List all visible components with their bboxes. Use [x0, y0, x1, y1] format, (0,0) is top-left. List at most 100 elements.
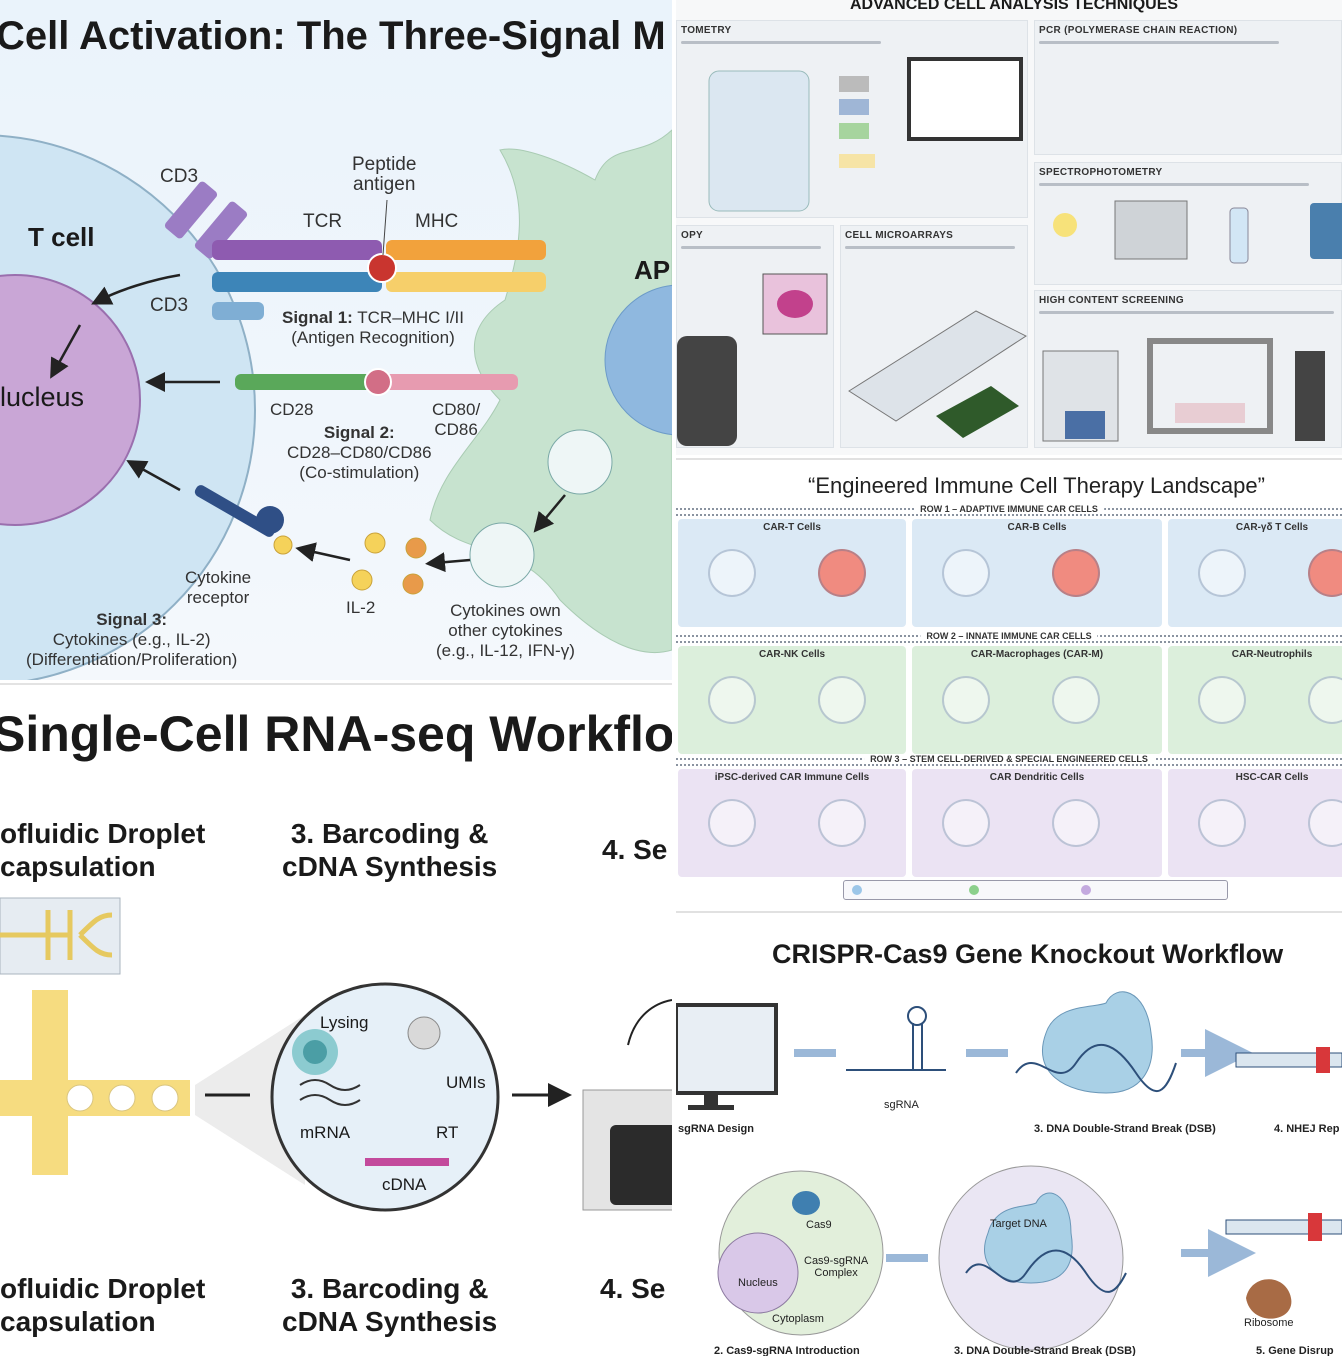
crispr-panel: CRISPR-Cas9 Gene Knockout Workflow sgRNA…: [676, 911, 1342, 1356]
tcr-beta: [212, 272, 382, 292]
cell-icon: [1052, 549, 1100, 597]
therapy-cell-title: HSC-CAR Cells: [1235, 772, 1309, 783]
label-apc: AP: [634, 255, 671, 285]
analysis-panel: ADVANCED CELL ANALYSIS TECHNIQUES TOMETR…: [676, 0, 1342, 455]
step-label: 3. DNA Double-Strand Break (DSB): [1034, 1123, 1216, 1135]
signal1-label: Signal 1: TCR–MHC I/II (Antigen Recognit…: [282, 308, 464, 347]
cd3-top: [164, 181, 248, 259]
section-cell-microarrays: CELL MICROARRAYS: [840, 225, 1028, 448]
cell-icon: [708, 676, 756, 724]
therapy-cell-card: CAR-B Cells: [912, 519, 1162, 627]
step-label: 5. Gene Disrup: [1256, 1345, 1334, 1356]
page-title: ADVANCED CELL ANALYSIS TECHNIQUES: [850, 0, 1179, 13]
scrnaseq-panel: Single-Cell RNA-seq Workflow ofluidic Dr…: [0, 683, 672, 1356]
tcell-illustration: [0, 129, 672, 680]
cell-icon: [1308, 676, 1342, 724]
label-tcr: TCR: [303, 211, 343, 232]
therapy-cell-card: CAR-Neutrophils: [1168, 646, 1342, 754]
therapy-cell-title: CAR-Macrophages (CAR-M): [970, 649, 1104, 660]
section-microscopy: OPY: [676, 225, 834, 448]
therapy-cell-title: CAR-B Cells: [1007, 522, 1067, 533]
step-title: 3. Barcoding & cDNA Synthesis: [282, 1273, 498, 1337]
label-il2: IL-2: [346, 598, 376, 617]
step-title: ofluidic Droplet capsulation: [0, 1273, 206, 1337]
step-title: 4. Se: [600, 1273, 666, 1304]
cell-icon: [1052, 799, 1100, 847]
inner-label-nucleus: Nucleus: [738, 1277, 778, 1289]
cell-icon: [1198, 799, 1246, 847]
scrnaseq-illustration: [0, 897, 672, 1212]
label-umis: UMIs: [446, 1073, 486, 1092]
inner-label-cytoplasm: Cytoplasm: [772, 1313, 824, 1325]
step-title: 4. Se: [602, 834, 668, 865]
therapy-cell-card: CAR-T Cells: [678, 519, 906, 627]
therapy-cell-card: CAR Dendritic Cells: [912, 769, 1162, 877]
cas9-complex: [1041, 991, 1153, 1094]
cell-icon: [818, 549, 866, 597]
therapy-cell-title: CAR-T Cells: [763, 522, 821, 533]
cd3-low: [212, 302, 264, 320]
cell-icon: [708, 799, 756, 847]
inner-label-target: Target DNA: [990, 1218, 1047, 1230]
row-header-label: ROW 3 – STEM CELL-DERIVED & SPECIAL ENGI…: [864, 754, 1154, 764]
row-header-label: ROW 1 – ADAPTIVE IMMUNE CAR CELLS: [914, 504, 1104, 514]
page-title: Single-Cell RNA-seq Workflow: [0, 706, 672, 762]
cell-icon: [1198, 549, 1246, 597]
therapy-cell-title: CAR-γδ T Cells: [1235, 522, 1309, 533]
label-mhc: MHC: [415, 211, 459, 232]
peptide-antigen: [367, 253, 397, 283]
legend: [843, 880, 1228, 900]
cell-icon: [708, 549, 756, 597]
crispr-illustration: [676, 991, 1342, 1351]
step-label: 4. NHEJ Rep: [1274, 1123, 1340, 1135]
row-header: ROW 3 – STEM CELL-DERIVED & SPECIAL ENGI…: [676, 754, 1342, 766]
mhc-alpha: [386, 240, 546, 260]
ribosome: [1246, 1279, 1292, 1319]
cell-icon: [818, 676, 866, 724]
inner-label-ribosome: Ribosome: [1244, 1317, 1294, 1329]
apc-cell: [429, 129, 672, 654]
page-title: CRISPR-Cas9 Gene Knockout Workflow: [772, 939, 1284, 969]
tcell-activation-panel: Cell Activation: The Three-Signal M: [0, 0, 672, 680]
cell-icon: [942, 676, 990, 724]
step-label: 2. Cas9-sgRNA Introduction: [714, 1345, 860, 1356]
therapy-cell-card: CAR-NK Cells: [678, 646, 906, 754]
label-nucleus: lucleus: [0, 382, 85, 412]
signal3-label: Signal 3: Cytokines (e.g., IL-2) (Differ…: [26, 610, 238, 669]
tcr-alpha: [212, 240, 382, 260]
label-lysing: Lysing: [320, 1013, 369, 1032]
vesicle: [469, 522, 535, 588]
therapy-panel: “Engineered Immune Cell Therapy Landscap…: [676, 458, 1342, 908]
row-header: ROW 2 – INNATE IMMUNE CAR CELLS: [676, 631, 1342, 643]
therapy-cell-title: CAR Dendritic Cells: [989, 772, 1085, 783]
mhc-beta: [386, 272, 546, 292]
step-label: sgRNA Design: [678, 1123, 754, 1135]
therapy-cell-title: CAR-Neutrophils: [1231, 649, 1313, 660]
cd28-receptor: [235, 374, 375, 390]
cytokine-receptor: [194, 485, 276, 537]
row-header: ROW 1 – ADAPTIVE IMMUNE CAR CELLS: [676, 504, 1342, 516]
inner-label-cas9: Cas9: [806, 1219, 832, 1231]
step-label: 3. DNA Double-Strand Break (DSB): [954, 1345, 1136, 1356]
section-spectrophotometry: SPECTROPHOTOMETRY: [1034, 162, 1342, 285]
step-title: ofluidic Droplet capsulation: [0, 818, 206, 882]
legend-swatch-stem: [1081, 885, 1091, 895]
legend-swatch-adaptive: [852, 885, 862, 895]
section-flow-cytometry: TOMETRY: [676, 20, 1028, 218]
label-cd80: CD80/ CD86: [432, 400, 481, 439]
label-tcell: T cell: [28, 222, 95, 252]
vesicle: [547, 429, 613, 495]
inner-label-complex: Cas9-sgRNA Complex: [804, 1255, 869, 1279]
therapy-cell-card: iPSC-derived CAR Immune Cells: [678, 769, 906, 877]
cell-nucleus: [717, 1232, 799, 1314]
step-label: sgRNA: [884, 1099, 919, 1111]
therapy-cell-card: CAR-γδ T Cells: [1168, 519, 1342, 627]
computer-monitor: [676, 1003, 778, 1095]
label-rt: RT: [436, 1123, 459, 1142]
section-high-content-screening: HIGH CONTENT SCREENING: [1034, 290, 1342, 448]
cell-icon: [942, 799, 990, 847]
section-pcr: PCR (POLYMERASE CHAIN REACTION): [1034, 20, 1342, 155]
signal2-label: Signal 2: CD28–CD80/CD86 (Co-stimulation…: [287, 423, 432, 482]
cell-icon: [1198, 676, 1246, 724]
il2-molecules: [351, 532, 427, 595]
